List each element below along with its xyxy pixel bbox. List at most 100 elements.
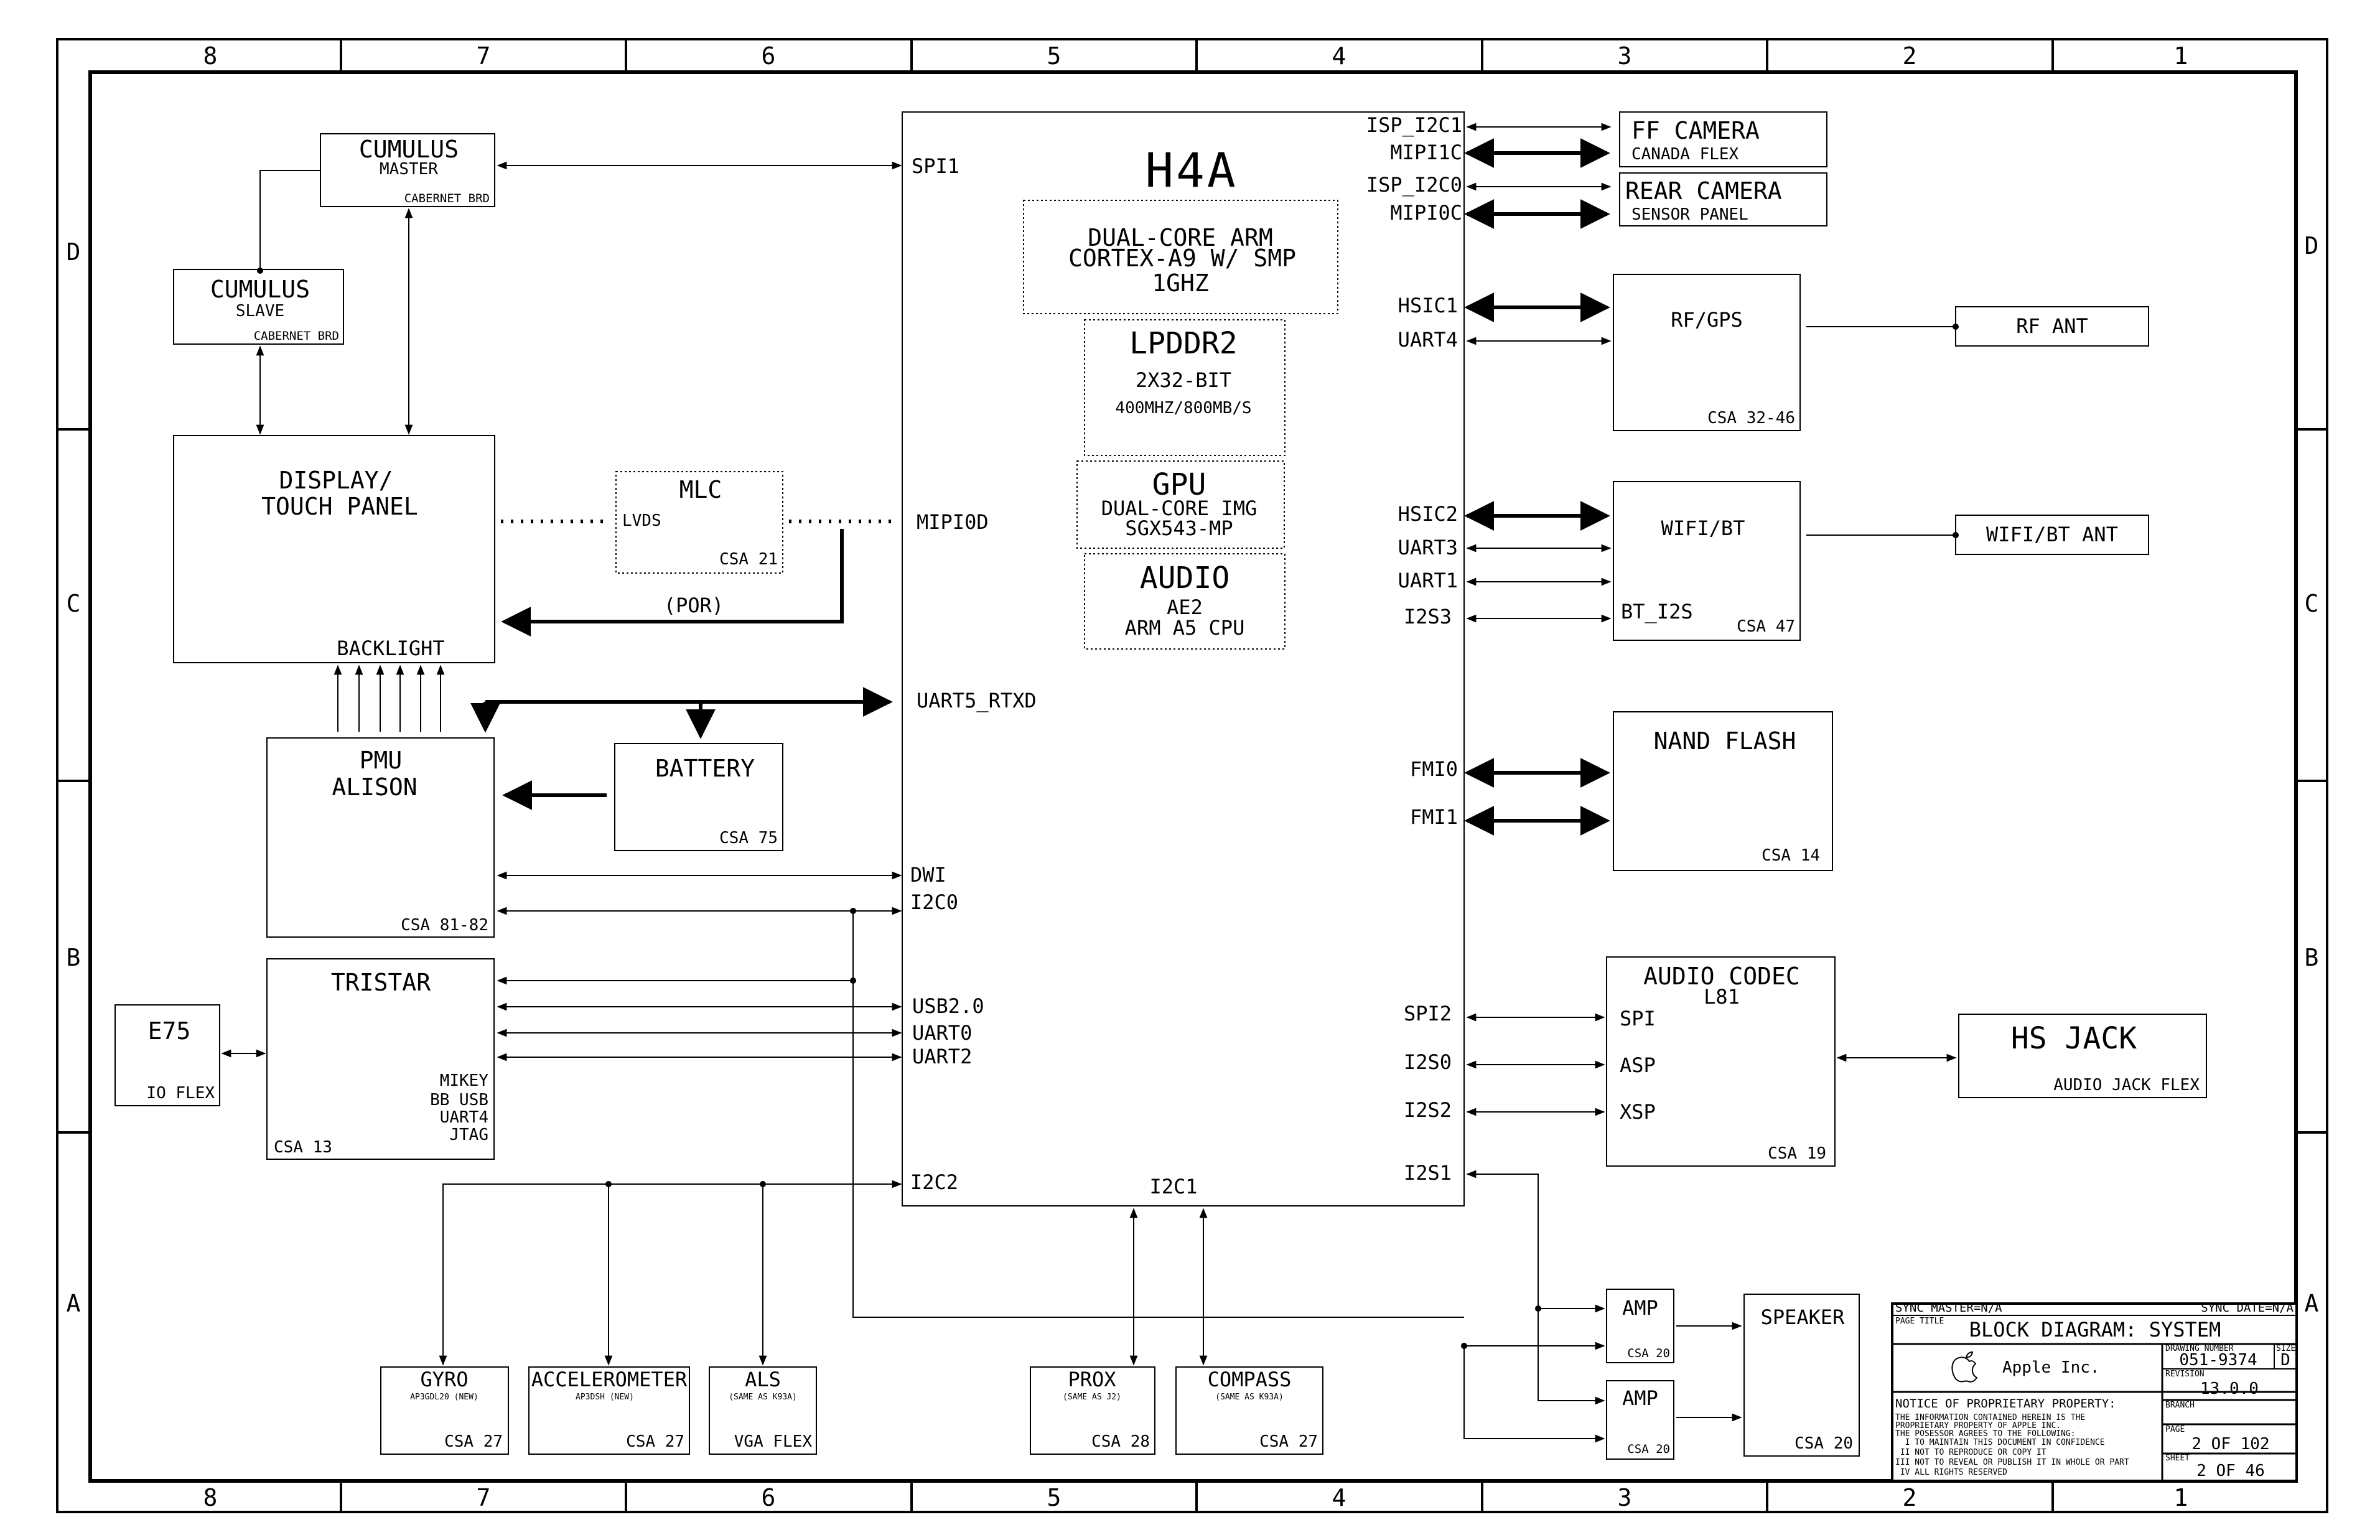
block-csa: CSA 32-46: [1707, 409, 1795, 427]
block-title: GYRO: [420, 1368, 468, 1391]
soc-pin: FMI0: [1410, 757, 1458, 781]
block-csa: CSA 21: [719, 550, 778, 569]
block-sub: AUDIO JACK FLEX: [2053, 1076, 2200, 1094]
zone-row-left: A: [67, 1290, 81, 1317]
soc-pin: HSIC1: [1398, 294, 1458, 317]
soc-pin: I2C2: [910, 1170, 958, 1194]
block-csa: CSA 20: [1794, 1434, 1853, 1453]
cumulus-master-block: CUMULUS MASTER CABERNET BRD: [320, 133, 495, 207]
ram-block: [1084, 319, 1286, 456]
ram-title: LPDDR2: [1129, 326, 1237, 361]
cpu-line: 1GHZ: [1152, 269, 1209, 297]
compass-block: COMPASS (SAME AS K93A) CSA 27: [1175, 1366, 1323, 1455]
codec-port: XSP: [1620, 1100, 1656, 1124]
soc-pin: UART3: [1398, 536, 1458, 559]
zone-col-bottom: 7: [477, 1484, 491, 1511]
block-title: AMP: [1622, 1386, 1658, 1410]
block-sub: (SAME AS J2): [1063, 1393, 1121, 1402]
block-sub: (SAME AS K93A): [1215, 1393, 1284, 1402]
zone-col-bottom: 4: [1332, 1484, 1346, 1511]
block-title: WIFI/BT: [1661, 516, 1745, 540]
amp-block-2: AMP CSA 20: [1606, 1380, 1674, 1460]
accelerometer-block: ACCELEROMETER AP3DSH (NEW) CSA 27: [528, 1366, 690, 1455]
block-csa: CSA 27: [626, 1432, 684, 1451]
block-csa: CSA 20: [1627, 1442, 1670, 1456]
block-tag: VGA FLEX: [734, 1432, 813, 1451]
zone-row-right: C: [2305, 590, 2319, 617]
pmu-block: PMU ALISON CSA 81-82: [266, 737, 495, 938]
als-block: ALS (SAME AS K93A) VGA FLEX: [709, 1366, 817, 1455]
soc-pin: UART0: [912, 1021, 972, 1045]
block-csa: CSA 81-82: [401, 916, 488, 935]
ff-camera-block: FF CAMERA CANADA FLEX: [1619, 111, 1827, 167]
block-title: HS JACK: [2011, 1021, 2137, 1056]
soc-pin: I2C0: [910, 890, 958, 914]
gpu-block: [1076, 460, 1285, 549]
cumulus-slave-block: CUMULUS SLAVE CABERNET BRD: [173, 269, 344, 345]
page-value: 2 OF 102: [2191, 1435, 2269, 1454]
zone-col-bottom: 8: [203, 1484, 218, 1511]
zone-row-left: C: [67, 590, 81, 617]
block-title: ALS: [745, 1368, 781, 1391]
amp-block-1: AMP CSA 20: [1606, 1289, 1674, 1363]
zone-col-top: 2: [1903, 42, 1917, 70]
soc-pin: MIPI0D: [917, 510, 989, 534]
audio-line: ARM A5 CPU: [1125, 616, 1245, 640]
block-tag: CABERNET BRD: [254, 329, 339, 343]
block-title: REAR CAMERA: [1625, 177, 1782, 205]
zone-row-right: B: [2305, 944, 2319, 971]
block-sub: SLAVE: [236, 302, 284, 320]
tristar-block: TRISTAR MIKEY BB USB UART4 JTAG CSA 13: [266, 958, 495, 1160]
cpu-line: CORTEX-A9 W/ SMP: [1068, 245, 1296, 272]
gyro-block: GYRO AP3GDL20 (NEW) CSA 27: [380, 1366, 509, 1455]
zone-row-right: A: [2305, 1290, 2319, 1317]
nand-flash-block: NAND FLASH CSA 14: [1613, 711, 1833, 871]
rf-gps-block: RF/GPS CSA 32-46: [1613, 274, 1801, 431]
soc-h4a: H4A DUAL-CORE ARM CORTEX-A9 W/ SMP 1GHZ …: [902, 111, 1465, 1206]
sync-master: SYNC MASTER=N/A: [1895, 1301, 2002, 1315]
block-csa: CSA 27: [444, 1432, 503, 1451]
prox-block: PROX (SAME AS J2) CSA 28: [1030, 1366, 1155, 1455]
notice-line: THE POSESSOR AGREES TO THE FOLLOWING:: [1895, 1429, 2076, 1439]
soc-pin: DWI: [910, 863, 946, 887]
zone-col-top: 6: [762, 42, 776, 70]
notice-line: III NOT TO REVEAL OR PUBLISH IT IN WHOLE…: [1895, 1458, 2129, 1467]
block-csa: CSA 75: [719, 829, 778, 847]
block-title: FF CAMERA: [1631, 117, 1760, 144]
gpu-title: GPU: [1152, 467, 1206, 502]
block-title: SPEAKER: [1761, 1305, 1846, 1329]
tristar-signal: BB USB: [430, 1091, 488, 1109]
page-title-label: PAGE TITLE: [1895, 1317, 1944, 1326]
block-sub: (SAME AS K93A): [729, 1393, 797, 1402]
ram-line: 400MHZ/800MB/S: [1115, 399, 1251, 418]
soc-pin: ISP_I2C0: [1366, 173, 1462, 197]
wifi-bt-block: WIFI/BT BT_I2S CSA 47: [1613, 481, 1801, 641]
company-name: Apple Inc.: [2002, 1358, 2100, 1377]
title-block: SYNC MASTER=N/A SYNC DATE=N/A PAGE TITLE…: [1891, 1301, 2298, 1482]
soc-pin: I2S2: [1404, 1098, 1452, 1122]
block-title: PMU: [360, 747, 403, 774]
soc-pin: I2C1: [1149, 1175, 1197, 1198]
block-title: ALISON: [332, 773, 417, 801]
block-title: PROX: [1068, 1368, 1116, 1391]
block-tag: IO FLEX: [146, 1084, 215, 1103]
connections: [221, 123, 1959, 1443]
block-csa: CSA 13: [274, 1138, 332, 1157]
hs-jack-block: HS JACK AUDIO JACK FLEX: [1958, 1014, 2207, 1098]
block-title: CUMULUS: [359, 136, 459, 163]
sheet-value: 2 OF 46: [2196, 1462, 2265, 1480]
block-sub: LVDS: [622, 511, 661, 530]
notice-title: NOTICE OF PROPRIETARY PROPERTY:: [1895, 1397, 2116, 1411]
tristar-signal: JTAG: [449, 1126, 488, 1144]
page-title: BLOCK DIAGRAM: SYSTEM: [1969, 1318, 2221, 1342]
zone-row-left: D: [67, 238, 81, 266]
block-sub: CANADA FLEX: [1631, 145, 1739, 164]
zone-col-bottom: 2: [1903, 1484, 1917, 1511]
block-title: RF ANT: [2016, 314, 2088, 338]
block-title: DISPLAY/: [279, 467, 393, 494]
block-title: MLC: [679, 476, 722, 503]
block-title: RF/GPS: [1671, 308, 1743, 332]
audio-block: [1084, 553, 1286, 650]
block-csa: CSA 14: [1762, 846, 1820, 865]
